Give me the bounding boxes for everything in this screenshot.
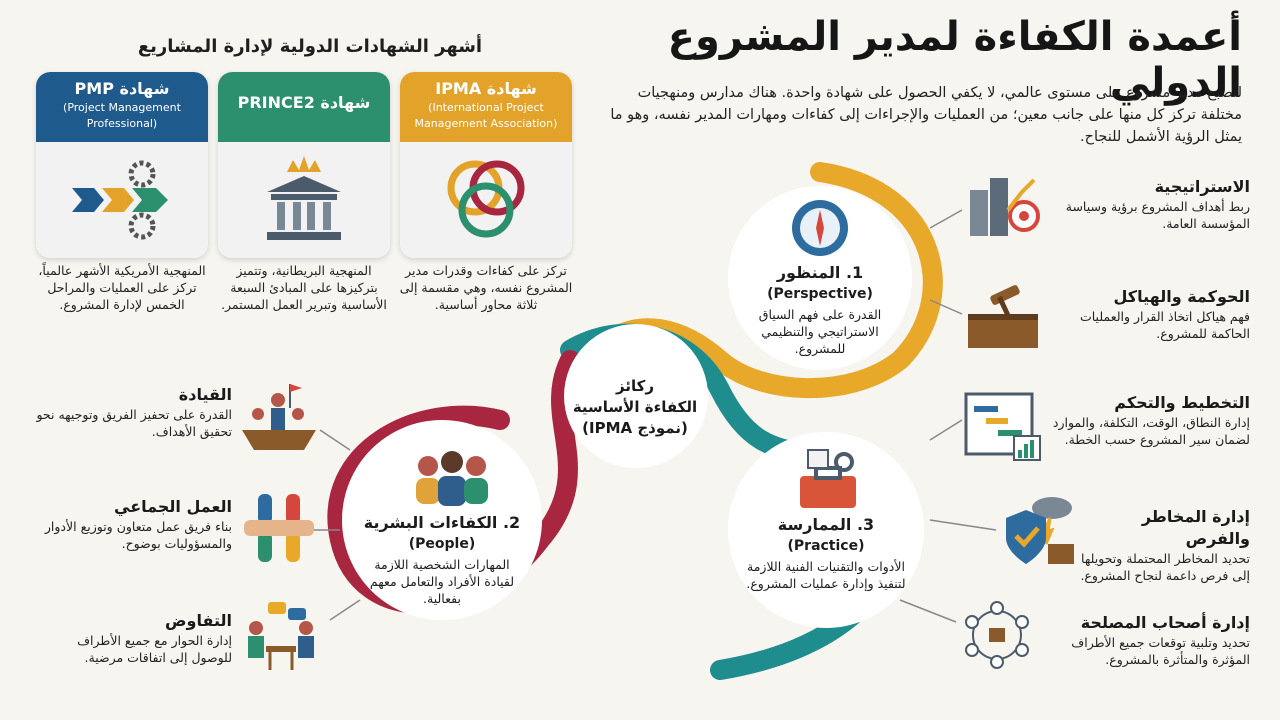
item-desc: إدارة النطاق، الوقت، التكلفة، والموارد ل… bbox=[1052, 415, 1250, 447]
cert-card-ipma: شهادة IPMA (International Project Manage… bbox=[400, 72, 572, 258]
city-target-icon bbox=[962, 170, 1044, 240]
center-label: ركائز الكفاءة الأساسية (نموذج IPMA) bbox=[560, 376, 710, 439]
item-desc: بناء فريق عمل متعاون وتوزيع الأدوار والم… bbox=[44, 519, 232, 551]
item-title: التفاوض bbox=[164, 611, 232, 630]
cert-title: شهادة IPMA bbox=[435, 79, 537, 98]
cert-header-pmp: شهادة PMP (Project Management Profession… bbox=[36, 72, 208, 142]
cert-title: شهادة PRINCE2 bbox=[237, 93, 371, 112]
item-title: إدارة أصحاب المصلحة bbox=[1080, 613, 1250, 632]
compass-icon bbox=[784, 196, 856, 264]
pillar-perspective-desc: القدرة على فهم السياق الاستراتيجي والتنظ… bbox=[758, 307, 882, 356]
right-item-risk: إدارة المخاطر والفرص تحديد المخاطر المحت… bbox=[1080, 506, 1250, 584]
toolbox-icon bbox=[792, 446, 864, 516]
cert-subtitle: (Project Management Professional) bbox=[63, 101, 181, 130]
negotiation-table-icon bbox=[240, 598, 322, 670]
item-desc: إدارة الحوار مع جميع الأطراف للوصول إلى … bbox=[77, 633, 232, 665]
pillar-perspective-title: 1. المنظور bbox=[776, 263, 864, 282]
item-desc: القدرة على تحفيز الفريق وتوجيهه نحو تحقي… bbox=[36, 407, 232, 439]
pillar-people-en: (People) bbox=[408, 536, 476, 552]
hands-team-icon bbox=[238, 490, 320, 562]
page-title: أعمدة الكفاءة لمدير المشروع الدولي bbox=[667, 14, 1242, 106]
center-line1: ركائز bbox=[616, 377, 654, 395]
gears-arrows-icon bbox=[36, 142, 208, 258]
item-desc: فهم هياكل اتخاذ القرار والعمليات الحاكمة… bbox=[1079, 309, 1250, 341]
right-item-strategy: الاستراتيجية ربط أهداف المشروع برؤية وسي… bbox=[1050, 176, 1250, 232]
pillar-practice-en: (Practice) bbox=[787, 538, 865, 554]
item-desc: تحديد المخاطر المحتملة وتحويلها إلى فرص … bbox=[1080, 551, 1250, 583]
gavel-court-icon bbox=[962, 282, 1044, 352]
item-title: العمل الجماعي bbox=[114, 497, 232, 516]
intro-paragraph: لتصبح مدير مشروع على مستوى عالمي، لا يكف… bbox=[610, 85, 1242, 145]
pillar-practice-desc: الأدوات والتقنيات الفنية اللازمة لتنفيذ … bbox=[746, 559, 906, 591]
shield-storm-icon bbox=[996, 494, 1078, 564]
cert-header-prince2: شهادة PRINCE2 bbox=[218, 72, 390, 142]
right-item-governance: الحوكمة والهياكل فهم هياكل اتخاذ القرار … bbox=[1050, 286, 1250, 342]
item-title: إدارة المخاطر والفرص bbox=[1141, 507, 1250, 548]
pillar-perspective-en: (Perspective) bbox=[767, 286, 873, 302]
right-item-stakeholders: إدارة أصحاب المصلحة تحديد وتلبية توقعات … bbox=[1040, 612, 1250, 668]
pillar-people-desc: المهارات الشخصية اللازمة لقيادة الأفراد … bbox=[369, 557, 515, 606]
cert-desc-prince2: المنهجية البريطانية، وتتميز بتركيزها على… bbox=[221, 263, 387, 312]
item-title: القيادة bbox=[178, 385, 232, 404]
cert-card-pmp: شهادة PMP (Project Management Profession… bbox=[36, 72, 208, 258]
cert-header-ipma: شهادة IPMA (International Project Manage… bbox=[400, 72, 572, 142]
item-desc: ربط أهداف المشروع برؤية وسياسة المؤسسة ا… bbox=[1065, 199, 1250, 231]
rings-icon bbox=[400, 142, 572, 258]
pillar-practice: 3. الممارسة (Practice) الأدوات والتقنيات… bbox=[744, 514, 908, 592]
people-group-icon bbox=[408, 446, 496, 512]
certifications-heading: أشهر الشهادات الدولية لإدارة المشاريع bbox=[137, 36, 483, 57]
left-item-teamwork: العمل الجماعي بناء فريق عمل متعاون وتوزي… bbox=[36, 496, 232, 552]
gantt-chart-icon bbox=[962, 392, 1044, 462]
item-title: الاستراتيجية bbox=[1154, 177, 1250, 196]
cert-title: شهادة PMP bbox=[74, 79, 170, 98]
cert-desc-ipma: تركز على كفاءات وقدرات مدير المشروع نفسه… bbox=[399, 263, 573, 312]
pillar-perspective: 1. المنظور (Perspective) القدرة على فهم … bbox=[740, 262, 900, 357]
boat-leader-icon bbox=[238, 380, 320, 450]
item-title: الحوكمة والهياكل bbox=[1113, 287, 1250, 306]
left-item-leadership: القيادة القدرة على تحفيز الفريق وتوجيهه … bbox=[36, 384, 232, 440]
crown-building-icon bbox=[218, 142, 390, 258]
pillar-practice-title: 3. الممارسة bbox=[777, 515, 875, 534]
pillar-people-title: 2. الكفاءات البشرية bbox=[363, 513, 521, 532]
cert-desc-pmp: المنهجية الأمريكية الأشهر عالمياً، تركز … bbox=[38, 263, 206, 312]
right-item-planning: التخطيط والتحكم إدارة النطاق، الوقت، الت… bbox=[1040, 392, 1250, 448]
cert-card-prince2: شهادة PRINCE2 bbox=[218, 72, 390, 258]
item-title: التخطيط والتحكم bbox=[1114, 393, 1250, 412]
cert-subtitle: (International Project Management Associ… bbox=[414, 101, 558, 130]
pillar-people: 2. الكفاءات البشرية (People) المهارات ال… bbox=[362, 512, 522, 607]
center-line3: (نموذج IPMA) bbox=[582, 419, 688, 437]
item-desc: تحديد وتلبية توقعات جميع الأطراف المؤثرة… bbox=[1071, 635, 1250, 667]
stakeholders-network-icon bbox=[956, 600, 1038, 670]
left-item-negotiation: التفاوض إدارة الحوار مع جميع الأطراف للو… bbox=[36, 610, 232, 666]
center-line2: الكفاءة الأساسية bbox=[572, 398, 698, 416]
